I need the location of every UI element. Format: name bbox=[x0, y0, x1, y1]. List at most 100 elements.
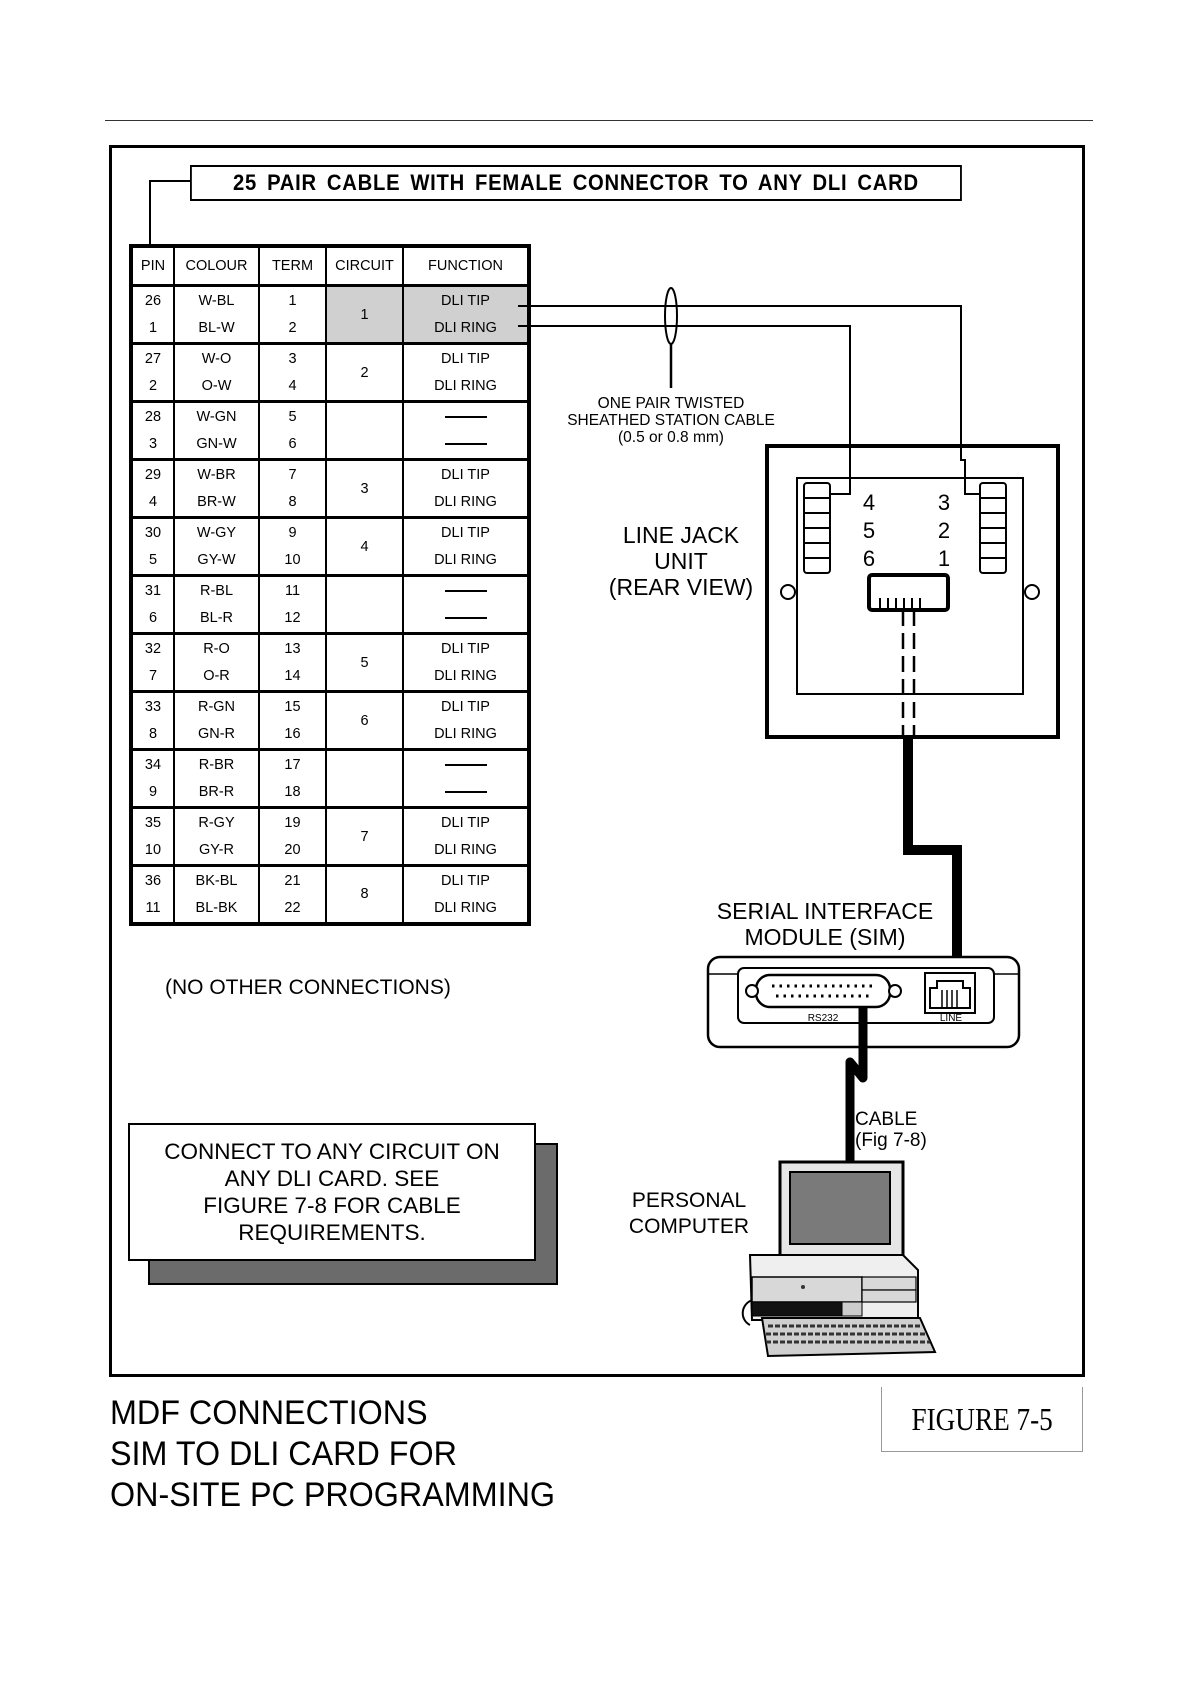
line-jack-label-line: (REAR VIEW) bbox=[608, 574, 754, 600]
figure-title-line: SIM TO DLI CARD FOR bbox=[110, 1435, 457, 1473]
cell-colour: R-BR bbox=[173, 748, 260, 779]
note-line: REQUIREMENTS. bbox=[238, 1220, 426, 1245]
column-header-circuit: CIRCUIT bbox=[325, 245, 404, 287]
cell-colour: GN-R bbox=[173, 720, 260, 750]
cell-term: 21 bbox=[258, 864, 327, 895]
cell-function bbox=[402, 604, 530, 634]
figure-title-line: MDF CONNECTIONS bbox=[110, 1394, 428, 1432]
top-rule bbox=[105, 120, 1093, 121]
cell-term: 11 bbox=[258, 574, 327, 605]
line-jack-label: LINE JACK UNIT (REAR VIEW) bbox=[596, 522, 766, 600]
cell-colour: BL-R bbox=[173, 604, 260, 634]
cell-pin: 6 bbox=[130, 604, 175, 634]
sim-port-line-label: LINE bbox=[940, 1013, 963, 1024]
cell-circuit bbox=[325, 748, 404, 808]
note-box: CONNECT TO ANY CIRCUIT ON ANY DLI CARD. … bbox=[128, 1123, 536, 1261]
line-jack-inner bbox=[796, 477, 1024, 695]
cell-term: 6 bbox=[258, 430, 327, 460]
cell-pin: 3 bbox=[130, 430, 175, 460]
jack-terminal-4: 4 bbox=[863, 490, 875, 515]
cell-term: 17 bbox=[258, 748, 327, 779]
cell-pin: 33 bbox=[130, 690, 175, 721]
cell-term: 5 bbox=[258, 400, 327, 431]
cell-function bbox=[402, 400, 530, 431]
column-header-colour: COLOUR bbox=[173, 245, 260, 287]
cell-colour: BK-BL bbox=[173, 864, 260, 895]
rj-socket-icon bbox=[867, 573, 950, 612]
figure-title-line: ON-SITE PC PROGRAMMING bbox=[110, 1476, 556, 1514]
cell-colour: BL-W bbox=[173, 314, 260, 344]
cell-function: DLI TIP bbox=[402, 864, 530, 895]
cable-label-line: CABLE bbox=[855, 1109, 918, 1130]
cell-colour: O-R bbox=[173, 662, 260, 692]
cell-pin: 8 bbox=[130, 720, 175, 750]
cell-function: DLI RING bbox=[402, 720, 530, 750]
line-jack-label-line: LINE JACK bbox=[622, 522, 740, 548]
cell-pin: 31 bbox=[130, 574, 175, 605]
cell-pin: 28 bbox=[130, 400, 175, 431]
cell-term: 12 bbox=[258, 604, 327, 634]
cell-circuit: 5 bbox=[325, 632, 404, 692]
note-line: ANY DLI CARD. SEE bbox=[224, 1166, 440, 1191]
jack-terminal-5: 5 bbox=[863, 518, 875, 543]
cell-function: DLI RING bbox=[402, 894, 530, 924]
twisted-pair-label: ONE PAIR TWISTED SHEATHED STATION CABLE … bbox=[560, 395, 782, 446]
cell-pin: 7 bbox=[130, 662, 175, 692]
unused-dash bbox=[444, 589, 487, 592]
cell-pin: 26 bbox=[130, 284, 175, 315]
cell-term: 18 bbox=[258, 778, 327, 808]
cell-pin: 4 bbox=[130, 488, 175, 518]
cell-pin: 32 bbox=[130, 632, 175, 663]
cell-colour: BR-W bbox=[173, 488, 260, 518]
unused-dash bbox=[444, 763, 487, 766]
unused-dash bbox=[444, 443, 487, 446]
pc-label: PERSONAL COMPUTER bbox=[618, 1188, 760, 1240]
column-header-term: TERM bbox=[258, 245, 327, 287]
twisted-pair-label-line: (0.5 or 0.8 mm) bbox=[618, 429, 724, 446]
cell-function: DLI RING bbox=[402, 314, 530, 344]
twisted-pair-label-line: ONE PAIR TWISTED bbox=[597, 395, 745, 412]
cell-function: DLI TIP bbox=[402, 806, 530, 837]
jack-mounting-hole-right bbox=[1024, 584, 1040, 600]
cell-function: DLI TIP bbox=[402, 458, 530, 489]
cell-colour: GY-W bbox=[173, 546, 260, 576]
cell-term: 8 bbox=[258, 488, 327, 518]
cell-term: 9 bbox=[258, 516, 327, 547]
jack-terminal-1: 1 bbox=[938, 546, 950, 571]
cell-pin: 11 bbox=[130, 894, 175, 924]
cable-label-line: (Fig 7-8) bbox=[855, 1130, 927, 1151]
figure-number: FIGURE 7-5 bbox=[911, 1400, 1053, 1437]
cell-function bbox=[402, 778, 530, 808]
jack-mounting-hole-left bbox=[780, 584, 796, 600]
no-other-connections-note: (NO OTHER CONNECTIONS) bbox=[165, 976, 451, 999]
cell-term: 13 bbox=[258, 632, 327, 663]
diagram-frame bbox=[109, 145, 1085, 1377]
cell-pin: 2 bbox=[130, 372, 175, 402]
cell-circuit: 7 bbox=[325, 806, 404, 866]
cell-function: DLI TIP bbox=[402, 690, 530, 721]
cell-colour: W-BR bbox=[173, 458, 260, 489]
cell-pin: 9 bbox=[130, 778, 175, 808]
personal-computer-icon bbox=[741, 1160, 937, 1358]
cell-pin: 29 bbox=[130, 458, 175, 489]
cell-term: 15 bbox=[258, 690, 327, 721]
cell-term: 14 bbox=[258, 662, 327, 692]
cell-term: 1 bbox=[258, 284, 327, 315]
terminal-block-right bbox=[979, 482, 1007, 574]
twist-marker-ellipse bbox=[664, 287, 678, 345]
